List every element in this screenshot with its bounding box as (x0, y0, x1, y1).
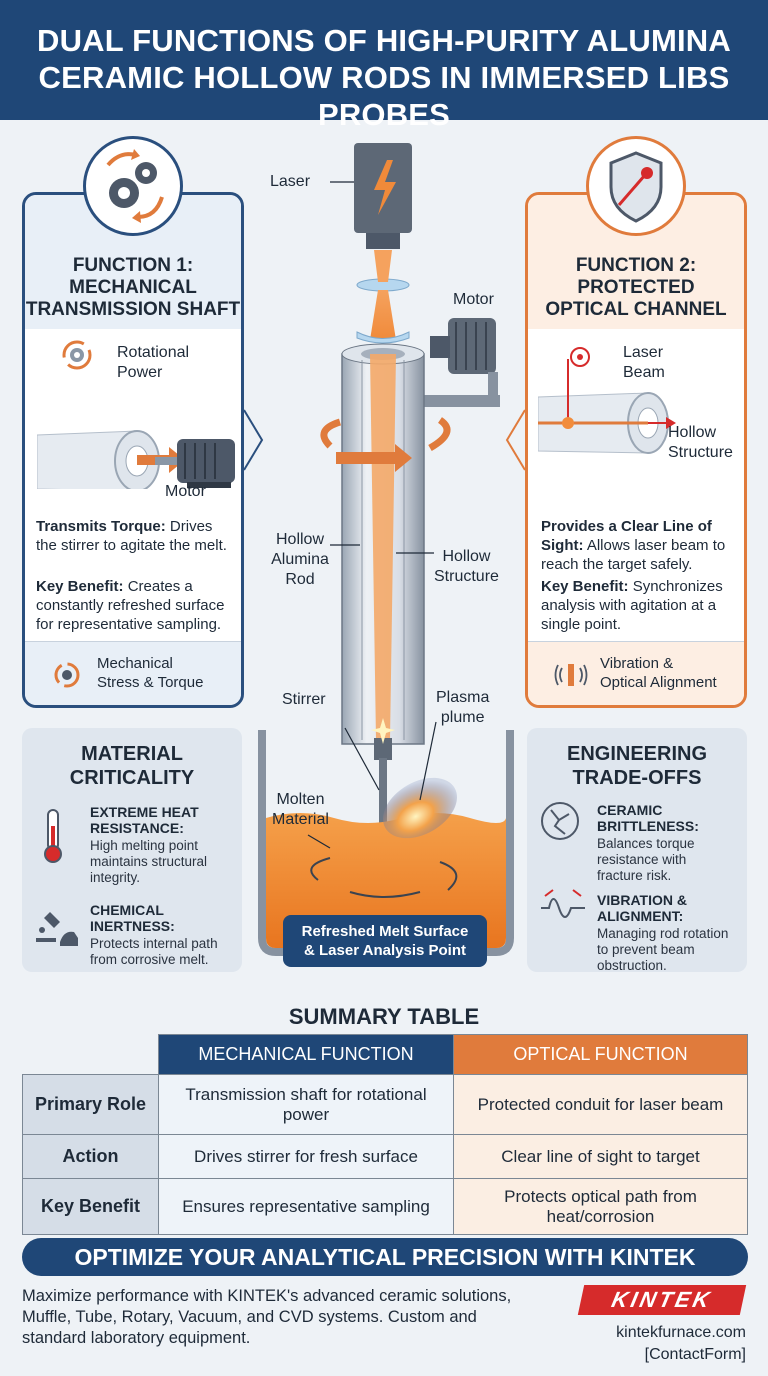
plasma-plume (383, 777, 457, 839)
engineering-tradeoffs-panel: ENGINEERING TRADE-OFFS CERAMIC BRITTLENE… (527, 728, 747, 973)
engineering-tradeoffs-title: ENGINEERING TRADE-OFFS (566, 743, 708, 789)
kintek-logo[interactable]: KINTEK (577, 1285, 747, 1315)
laser-burst-icon (570, 347, 590, 367)
material-criticality-title: MATERIAL CRITICALITY (69, 743, 195, 789)
mechanical-cell: Drives stirrer for fresh surface (158, 1134, 454, 1179)
stress-torque-icon (54, 662, 80, 688)
cta-banner: OPTIMIZE YOUR ANALYTICAL PRECISION WITH … (22, 1238, 748, 1276)
analysis-point-label: Refreshed Melt Surface & Laser Analysis … (301, 923, 469, 959)
brittleness-text: Balances torque resistance with fracture… (597, 836, 695, 883)
chemical-hand-icon (36, 912, 78, 946)
mechanical-cell: Ensures representative sampling (158, 1178, 454, 1235)
vibration-wave-icon (541, 889, 585, 918)
rotational-power-label: Rotational Power (117, 344, 190, 381)
laser-beam-upper (374, 250, 392, 282)
optical-cell: Protects optical path from heat/corrosio… (453, 1178, 748, 1235)
contact-form-link[interactable]: [ContactForm] (644, 1346, 746, 1363)
page-title-line-1: DUAL FUNCTIONS OF HIGH-PURITY ALUMINA (37, 23, 731, 58)
laser-label: Laser (270, 173, 311, 190)
material-criticality-panel: MATERIAL CRITICALITY EXTREME HEAT RESIST… (22, 728, 242, 972)
torque-description: Transmits Torque: Drives the stirrer to … (36, 518, 227, 554)
function-2-card: FUNCTION 2: PROTECTED OPTICAL CHANNEL La… (525, 192, 747, 708)
table-row: Action Drives stirrer for fresh surface … (22, 1134, 748, 1179)
melt-swirl-icon (310, 857, 458, 898)
rotation-gear-icon (62, 340, 92, 370)
mechanical-column-header: MECHANICAL FUNCTION (158, 1034, 454, 1075)
motor-shaft-illustration (37, 340, 235, 489)
hollow-structure-label-diagram: Hollow Structure (434, 548, 499, 585)
molten-material-label: Molten Material (272, 791, 329, 828)
function-1-title: FUNCTION 1: MECHANICAL TRANSMISSION SHAF… (25, 255, 241, 320)
chemical-inertness-heading: CHEMICAL INERTNESS: (90, 902, 175, 934)
website-link[interactable]: kintekfurnace.com (616, 1324, 746, 1341)
optical-column-header: OPTICAL FUNCTION (453, 1034, 748, 1075)
optical-cell: Clear line of sight to target (453, 1134, 748, 1179)
summary-table-title: SUMMARY TABLE (288, 1004, 480, 1029)
plasma-sparkle (371, 718, 395, 744)
thermometer-icon (44, 809, 62, 863)
motor-label-diagram: Motor (453, 291, 494, 308)
hollow-structure-label: Hollow Structure (668, 424, 733, 461)
mechanical-cell: Transmission shaft for rotational power (158, 1074, 454, 1135)
chemical-inertness-text: Protects internal path from corrosive me… (90, 936, 218, 967)
plasma-plume-label: Plasma plume (436, 689, 490, 726)
line-of-sight-description: Provides a Clear Line of Sight: Allows l… (541, 518, 726, 573)
heat-resistance-text: High melting point maintains structural … (90, 838, 208, 885)
cta-description: Maximize performance with KINTEK's advan… (22, 1287, 512, 1347)
vibration-icon (554, 664, 588, 686)
row-label: Key Benefit (22, 1178, 159, 1235)
summary-table: MECHANICAL FUNCTION OPTICAL FUNCTION Pri… (22, 1034, 748, 1235)
laser-source (354, 143, 412, 249)
analysis-point-badge (283, 915, 487, 967)
rotation-arrows (320, 417, 451, 472)
gears-icon (83, 136, 183, 236)
laser-bolt-icon (374, 160, 396, 215)
page-title-line-2: CERAMIC HOLLOW RODS IN IMMERSED LIBS PRO… (38, 60, 730, 132)
optical-channel-illustration (538, 347, 676, 454)
function-1-footer: Mechanical Stress & Torque (25, 641, 241, 705)
row-label: Action (22, 1134, 159, 1179)
cracked-circle-icon (541, 802, 579, 840)
vibration-alignment-heading: VIBRATION & ALIGNMENT: (597, 892, 687, 924)
laser-beam-channel (370, 354, 396, 740)
contact-info: kintekfurnace.com [ContactForm] (616, 1322, 746, 1366)
brittleness-heading: CERAMIC BRITTLENESS: (597, 802, 699, 834)
function-1-footer-label: Mechanical Stress & Torque (97, 655, 204, 691)
function-1-benefit: Key Benefit: Creates a constantly refres… (36, 578, 225, 633)
vibration-alignment-text: Managing rod rotation to prevent beam ob… (597, 926, 729, 973)
heat-resistance-heading: EXTREME HEAT RESISTANCE: (90, 804, 199, 836)
function-2-title: FUNCTION 2: PROTECTED OPTICAL CHANNEL (545, 255, 727, 320)
page-header: DUAL FUNCTIONS OF HIGH-PURITY ALUMINA CE… (0, 0, 768, 132)
laser-beam-label: Laser Beam (623, 344, 665, 381)
stirrer-label: Stirrer (282, 691, 326, 708)
function-2-footer: Vibration & Optical Alignment (528, 641, 744, 705)
optical-cell: Protected conduit for laser beam (453, 1074, 748, 1135)
motor-icon (155, 439, 235, 488)
motor-unit (420, 318, 500, 407)
shield-laser-icon (586, 136, 686, 236)
row-label: Primary Role (22, 1074, 159, 1135)
table-row: Key Benefit Ensures representative sampl… (22, 1178, 748, 1235)
function-2-benefit: Key Benefit: Synchronizes analysis with … (541, 578, 723, 633)
function-2-footer-label: Vibration & Optical Alignment (600, 655, 717, 691)
table-row: Primary Role Transmission shaft for rota… (22, 1074, 748, 1135)
motor-label: Motor (165, 483, 206, 500)
hollow-alumina-rod-label: Hollow Alumina Rod (271, 531, 329, 588)
